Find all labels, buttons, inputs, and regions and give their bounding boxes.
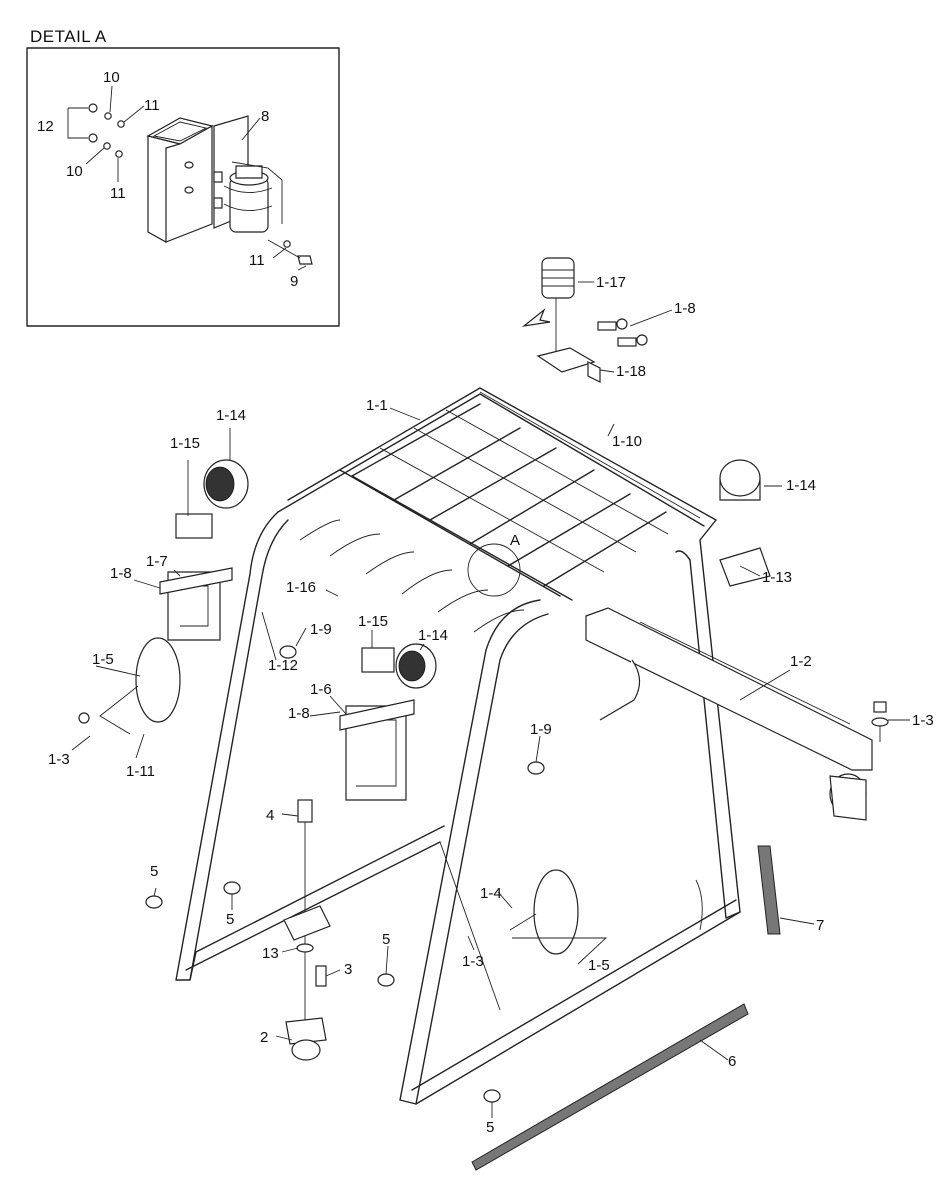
callout-1-8-left: 1-8 [110,565,132,582]
callout-10-top: 10 [103,69,120,86]
callout-1-8-center: 1-8 [288,705,310,722]
callout-8: 8 [261,108,269,125]
callout-1-5-left: 1-5 [92,651,114,668]
callout-1-17: 1-17 [596,274,626,291]
detail-title: DETAIL A [30,27,107,46]
callout-1-3-left: 1-3 [48,751,70,768]
callout-1-7: 1-7 [146,553,168,570]
bolt-1-3-right [871,701,889,742]
callout-1-4: 1-4 [480,885,502,902]
callout-1-15-left: 1-15 [170,435,200,452]
callout-1-14-right: 1-14 [786,477,816,494]
callout-7: 7 [816,917,824,934]
mount-and-rubber-damper [283,799,331,1061]
detail-a-panel: DETAIL A [26,27,340,327]
callout-11-right: 11 [249,252,265,269]
square-tube-drawing [146,117,214,243]
callout-1-5-right: 1-5 [588,957,610,974]
callout-9: 9 [290,273,298,290]
callout-5-center: 5 [226,911,234,928]
callout-1-1: 1-1 [366,397,388,414]
strip-6 [471,1003,749,1171]
callout-1-2: 1-2 [790,653,812,670]
callout-1-11: 1-11 [126,763,155,780]
callout-1-9-right: 1-9 [530,721,552,738]
bolt-set-1-8-top [597,318,648,347]
callout-1-16: 1-16 [286,579,316,596]
callout-1-10: 1-10 [612,433,642,450]
callout-4: 4 [266,807,274,824]
callout-1-9-left: 1-9 [310,621,332,638]
work-lamp-right [719,459,771,587]
callout-1-14-center: 1-14 [418,627,448,644]
detail-hardware [88,103,313,265]
callout-1-6: 1-6 [310,681,332,698]
callout-1-15-center: 1-15 [358,613,388,630]
callout-11-top: 11 [144,97,160,114]
callout-1-12: 1-12 [268,657,298,674]
callout-12: 12 [37,118,54,135]
detail-leaders [67,85,307,271]
extinguisher-bracket-drawing [213,115,283,233]
callout-3: 3 [344,961,352,978]
work-lamp-left [159,459,249,641]
callout-1-3-center: 1-3 [462,953,484,970]
callout-5-left: 5 [150,863,158,880]
callout-10-bottom: 10 [66,163,83,180]
strip-7 [757,845,781,935]
mirror-right [509,869,579,955]
mirror-left [78,637,181,735]
section-marker-a: A [510,532,520,549]
callout-5-mid: 5 [382,931,390,948]
callout-1-8-top: 1-8 [674,300,696,317]
main-leaders [71,281,910,1118]
caps-5 [145,645,545,1103]
work-lamp-center [339,643,437,801]
beacon-lamp [521,257,601,383]
callout-5-bottom: 5 [486,1119,494,1136]
callout-6: 6 [728,1053,736,1070]
overhead-guard-frame: A [175,387,873,1105]
callout-1-3-right: 1-3 [912,712,934,729]
callout-1-14-left: 1-14 [216,407,246,424]
callout-13: 13 [262,945,279,962]
main-callouts: 1-17 1-8 1-18 1-1 1-10 1-14 1-15 1-14 1-… [48,274,934,1136]
callout-1-13: 1-13 [762,569,792,586]
callout-1-18: 1-18 [616,363,646,380]
callout-2: 2 [260,1029,268,1046]
callout-11-bottom: 11 [110,185,126,202]
